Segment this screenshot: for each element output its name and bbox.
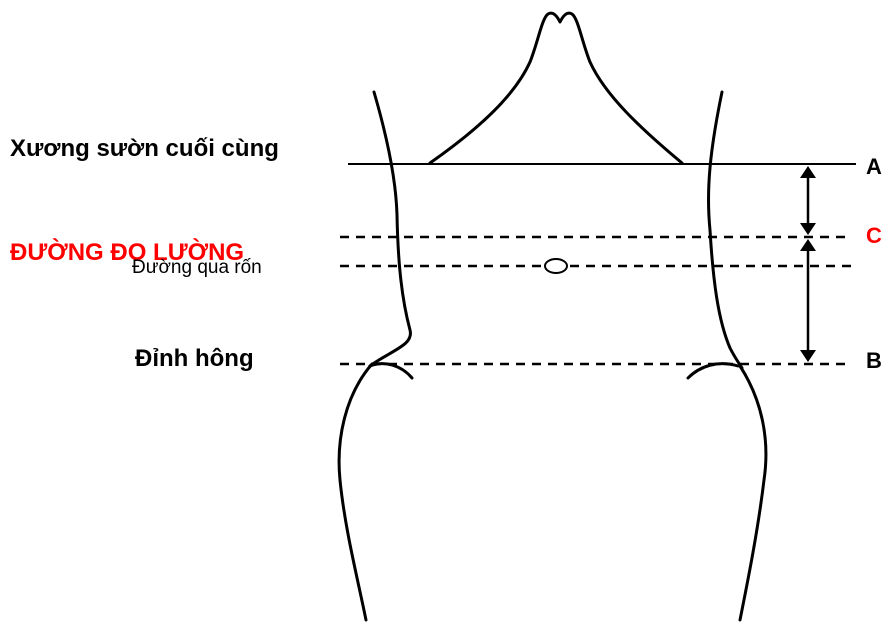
hip-top-label: Đỉnh hông xyxy=(135,347,254,371)
arrow-b-down-head xyxy=(800,350,816,362)
arrow-c-up-head xyxy=(800,239,816,251)
right-lower-outline xyxy=(740,366,766,620)
arrow-a-up-head xyxy=(800,166,816,178)
right-torso-outline xyxy=(709,92,743,368)
right-hip-bone xyxy=(688,364,738,378)
point-b-label: B xyxy=(866,350,882,372)
head-outline xyxy=(430,13,682,163)
arrow-c-down-head xyxy=(800,223,816,235)
left-hip-bone xyxy=(370,364,412,378)
navel-line-label: Đường qua rốn xyxy=(132,258,262,277)
point-c-label: C xyxy=(866,225,882,247)
navel-icon xyxy=(545,259,567,273)
left-torso-outline xyxy=(370,92,410,366)
last-rib-label: Xương sườn cuối cùng xyxy=(10,137,279,161)
point-a-label: A xyxy=(866,156,882,178)
left-lower-outline xyxy=(339,364,372,620)
